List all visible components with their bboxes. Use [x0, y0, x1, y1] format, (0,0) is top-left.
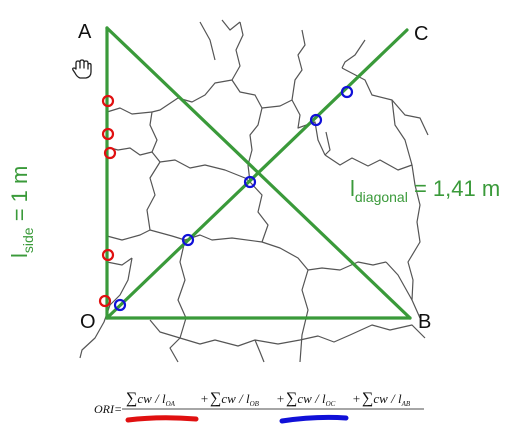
crack-line: [184, 234, 263, 243]
crack-line: [391, 99, 413, 166]
blue-intersection-markers: [113, 85, 354, 312]
crack-line: [324, 154, 413, 171]
formula-text-oc: cw / l: [297, 391, 326, 406]
crack-line: [324, 131, 331, 156]
crack-line: [177, 239, 187, 339]
crack-line: [151, 79, 233, 113]
formula-sub-ab: AB: [401, 400, 411, 408]
crack-line: [407, 164, 421, 319]
crack-line: [221, 19, 241, 31]
crack-line: [299, 269, 309, 363]
crack-line: [307, 261, 387, 271]
formula-sum-ob: ∑: [210, 390, 221, 407]
diagonal-label-value: = 1,41 m: [408, 176, 500, 201]
crack-line: [159, 159, 251, 183]
highlight-red: [125, 415, 199, 423]
marker-red: [101, 248, 115, 262]
highlight-blue: [279, 414, 349, 424]
ori-formula: ORI= ∑cw / lOA + ∑cw / lOB + ∑cw / lOC +…: [94, 390, 424, 424]
formula-sum-ab: ∑: [362, 390, 373, 407]
formula-sum-oa: ∑: [126, 390, 137, 407]
crack-line: [385, 261, 413, 301]
crack-line: [149, 319, 426, 347]
marker-blue: [309, 113, 323, 127]
crack-line: [249, 181, 269, 243]
diagonal-label-symbol: l: [350, 176, 355, 201]
marker-blue: [113, 298, 127, 312]
crack-line: [106, 229, 186, 241]
crack-line: [291, 29, 306, 101]
formula-term-oa: ∑cw / lOA: [126, 390, 176, 408]
marker-red: [101, 94, 115, 108]
point-label-o: O: [80, 311, 96, 333]
point-label-b: B: [418, 311, 431, 333]
formula-text-oa: cw / l: [137, 391, 166, 406]
crack-line: [146, 151, 161, 231]
crack-network: [79, 19, 429, 363]
hand-cursor-icon: [72, 59, 92, 79]
measurement-lines: [105, 26, 412, 320]
side-label-value: = 1 m: [7, 166, 32, 228]
marker-red: [98, 294, 112, 308]
point-label-a: A: [78, 21, 92, 43]
marker-blue: [243, 175, 257, 189]
crack-line: [149, 111, 158, 153]
side-label-symbol: l: [7, 253, 32, 258]
formula-sum-oc: ∑: [286, 390, 297, 407]
crack-line: [169, 337, 181, 363]
crack-line: [341, 39, 366, 69]
line-oc: [105, 28, 409, 320]
marker-blue: [340, 85, 354, 99]
formula-plus-1: +: [200, 391, 209, 406]
marker-red: [101, 127, 115, 141]
crack-line: [247, 107, 263, 183]
formula-plus-3: +: [352, 391, 361, 406]
formula-plus-2: +: [276, 391, 285, 406]
diagonal-length-label: ldiagonal = 1,41 m: [350, 176, 500, 205]
formula-lhs: ORI=: [94, 402, 122, 416]
diagonal-label-subscript: diagonal: [355, 189, 408, 205]
formula-sub-oa: OA: [166, 400, 176, 408]
formula-sub-ob: OB: [250, 400, 260, 408]
formula-term-oc: ∑cw / lOC: [286, 390, 336, 408]
crack-line: [106, 107, 153, 115]
crack-line: [291, 99, 326, 156]
red-intersection-markers: [98, 94, 117, 308]
marker-blue: [181, 233, 195, 247]
side-length-label: lside = 1 m: [7, 166, 36, 258]
crack-line: [106, 257, 133, 266]
crack-line: [199, 21, 216, 61]
formula-text-ob: cw / l: [221, 391, 250, 406]
crack-line: [231, 79, 293, 109]
point-label-c: C: [414, 23, 428, 45]
side-label-subscript: side: [20, 227, 36, 253]
crack-line: [254, 339, 265, 363]
formula-term-ob: ∑cw / lOB: [210, 390, 260, 408]
crack-line: [231, 21, 244, 81]
marker-red: [103, 146, 117, 160]
formula-term-ab: ∑cw / lAB: [362, 390, 411, 408]
crack-line: [261, 241, 309, 271]
formula-text-ab: cw / l: [373, 391, 402, 406]
formula-sub-oc: OC: [326, 400, 336, 408]
